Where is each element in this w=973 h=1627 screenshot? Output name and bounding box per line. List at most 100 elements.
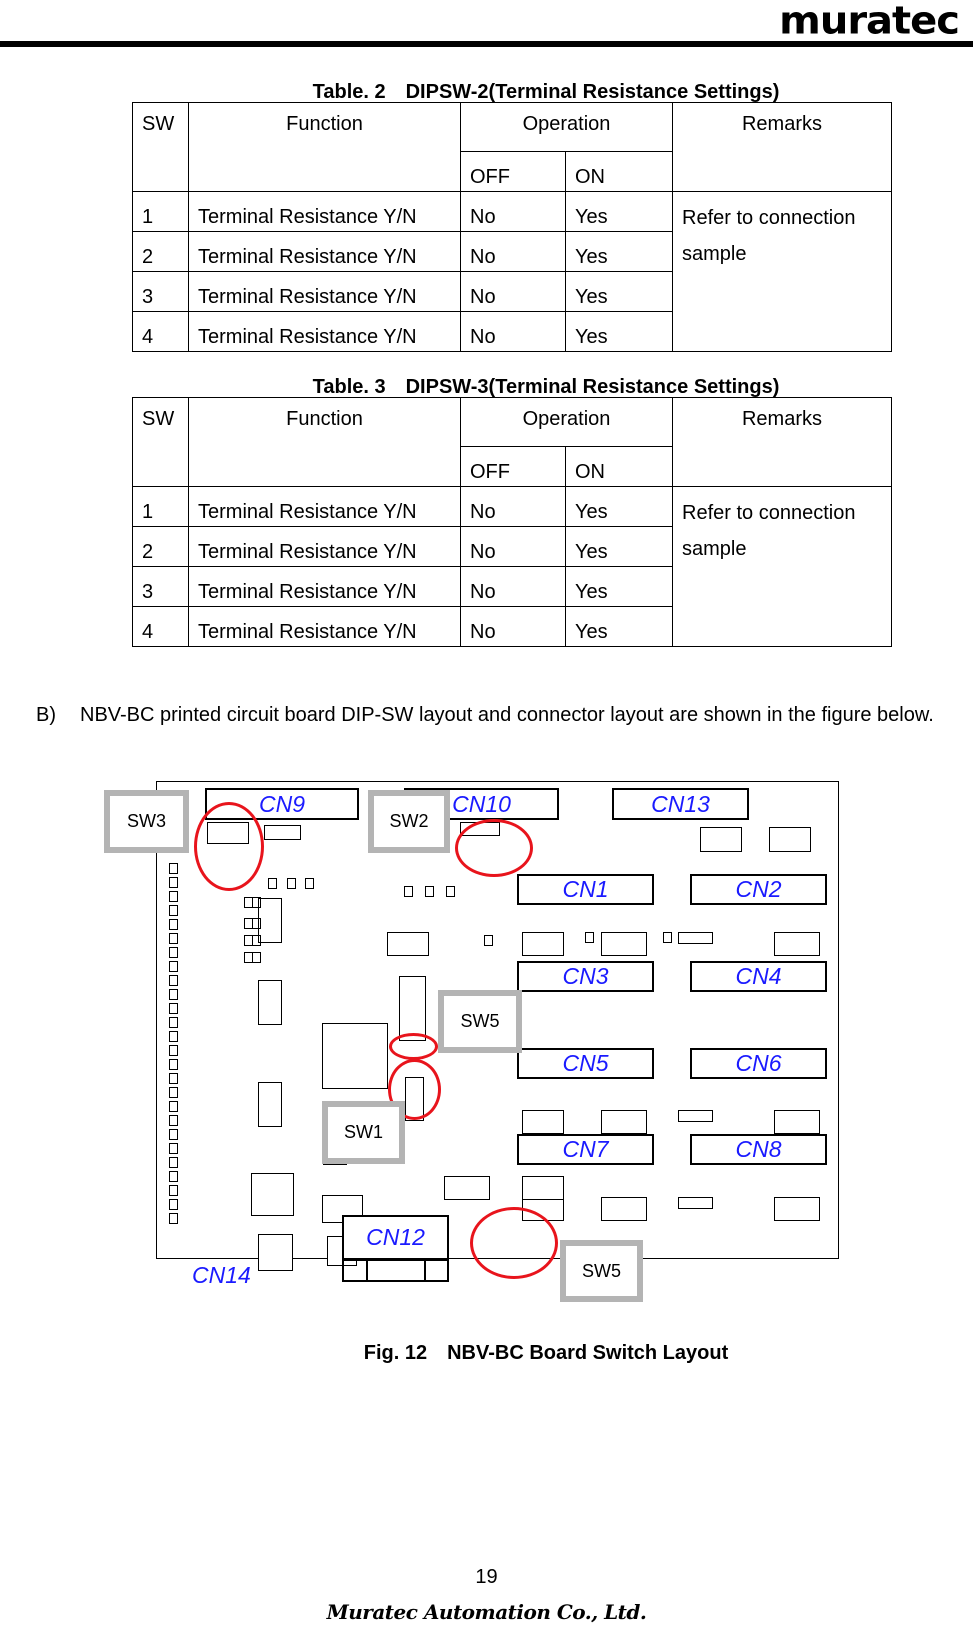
led-pad [169, 1185, 178, 1196]
cell-sw: 3 [132, 566, 189, 607]
switch-label-sw2: SW2 [368, 790, 450, 853]
switch-label-text: SW3 [126, 811, 166, 831]
connector-label: CN1 [562, 876, 609, 902]
connector-label: CN13 [651, 790, 710, 817]
highlight-circle-sw5-bottom [470, 1207, 558, 1279]
ic-chip [774, 1197, 820, 1221]
switch-label-sw5-bottom: SW5 [560, 1240, 643, 1302]
header-off: OFF [460, 446, 566, 487]
ic-chip [774, 1110, 820, 1134]
led-pad [169, 919, 178, 930]
connector-label: CN4 [735, 963, 782, 989]
connector-cn4: CN4 [690, 961, 827, 992]
cell-on: Yes [565, 566, 673, 607]
divider [424, 1261, 426, 1280]
table-row: 2 Terminal Resistance Y/N No Yes [132, 526, 892, 567]
smd-pad [425, 886, 434, 897]
ic-chip [264, 825, 301, 840]
led-pad [169, 1129, 178, 1140]
connector-label: CN8 [735, 1136, 782, 1162]
ic-chip [601, 1197, 647, 1221]
ic-chip [251, 1173, 294, 1216]
cell-function: Terminal Resistance Y/N [188, 486, 461, 527]
led-pad [169, 947, 178, 958]
led-pad [169, 1213, 178, 1224]
connector-label: CN12 [366, 1224, 425, 1250]
switch-label-text: SW2 [389, 811, 429, 831]
led-pad [169, 989, 178, 1000]
cell-function: Terminal Resistance Y/N [188, 311, 461, 352]
smd-pad [252, 952, 261, 963]
cell-off: No [460, 311, 566, 352]
table-row: 4 Terminal Resistance Y/N No Yes [132, 606, 892, 647]
led-pad [169, 961, 178, 972]
ic-chip [258, 1234, 293, 1271]
smd-pad [252, 935, 261, 946]
switch-label-sw5: SW5 [438, 990, 522, 1053]
smd-pad [484, 935, 493, 946]
smd-pad [585, 932, 594, 943]
switch-label-text: SW5 [581, 1260, 621, 1281]
led-pad [169, 1171, 178, 1182]
led-pad [169, 863, 178, 874]
ic-chip [601, 932, 647, 956]
header-sw: SW [132, 397, 189, 487]
connector-cn1: CN1 [517, 874, 654, 905]
table-row: 4 Terminal Resistance Y/N No Yes [132, 311, 892, 352]
page-number: 19 [475, 1566, 498, 1588]
paragraph-text: NBV-BC printed circuit board DIP-SW layo… [80, 704, 934, 726]
smd-pad [663, 932, 672, 943]
smd-pad [252, 897, 261, 908]
smd-pad [446, 886, 455, 897]
highlight-circle-sw1 [388, 1059, 441, 1120]
connector-cn2: CN2 [690, 874, 827, 905]
connector-cn12-body [342, 1259, 449, 1282]
table-row: 3 Terminal Resistance Y/N No Yes [132, 271, 892, 312]
switch-label-sw1: SW1 [322, 1101, 405, 1164]
connector-cn8: CN8 [690, 1134, 827, 1165]
ic-chip [700, 827, 742, 852]
ic-chip [522, 1110, 564, 1134]
smd-pad [305, 878, 314, 889]
ic-chip [322, 1023, 388, 1089]
table-2: SW Function Operation Remarks OFF ON 1 T… [132, 102, 892, 352]
connector-cn14-label: CN14 [192, 1262, 251, 1288]
ic-chip [522, 932, 564, 956]
connector-cn6: CN6 [690, 1048, 827, 1079]
cell-remarks: Refer to connection sample [672, 191, 892, 352]
switch-label-sw3: SW3 [104, 790, 189, 853]
cell-off: No [460, 566, 566, 607]
highlight-circle-sw3 [194, 802, 264, 891]
cell-off: No [460, 526, 566, 567]
divider [366, 1261, 368, 1280]
connector-label: CN2 [735, 876, 782, 902]
connector-label: CN9 [258, 790, 305, 817]
ic-chip [258, 980, 282, 1025]
ic-chip [444, 1176, 490, 1200]
led-pad [169, 1115, 178, 1126]
smd-pad [268, 878, 277, 889]
ic-chip [387, 932, 429, 956]
ic-chip [774, 932, 820, 956]
paragraph-label: B) [36, 704, 56, 726]
cell-sw: 4 [132, 311, 189, 352]
header-rule [0, 41, 973, 47]
table-3-title: Table. 3 DIPSW-3(Terminal Resistance Set… [312, 376, 780, 398]
cell-function: Terminal Resistance Y/N [188, 566, 461, 607]
cell-on: Yes [565, 526, 673, 567]
switch-label-text: SW1 [343, 1122, 383, 1142]
cell-on: Yes [565, 486, 673, 527]
muratec-logo: muratec [779, 0, 960, 43]
smd-pad [252, 918, 261, 929]
cell-off: No [460, 271, 566, 312]
led-pad [169, 1059, 178, 1070]
header-operation: Operation [460, 397, 673, 447]
header-remarks: Remarks [672, 397, 892, 487]
cell-remarks: Refer to connection sample [672, 486, 892, 647]
cell-off: No [460, 191, 566, 232]
cell-off: No [460, 486, 566, 527]
cell-on: Yes [565, 311, 673, 352]
ic-chip [678, 932, 713, 944]
cell-sw: 1 [132, 191, 189, 232]
